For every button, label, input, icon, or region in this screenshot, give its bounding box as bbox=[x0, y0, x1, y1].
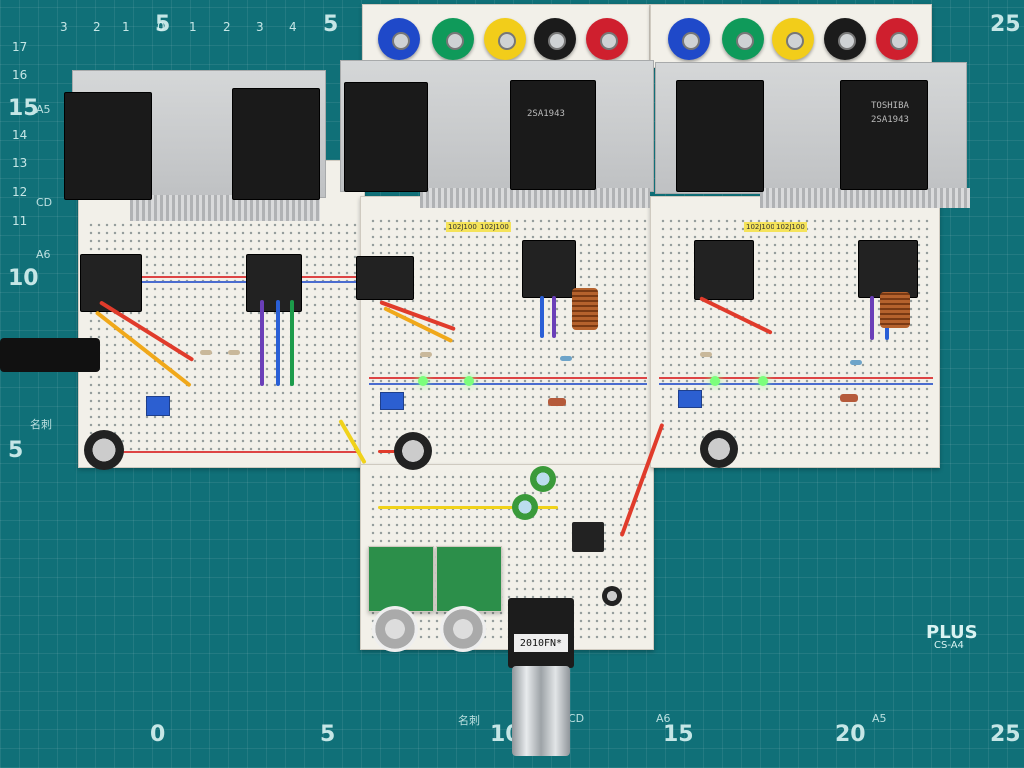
wire-connector bbox=[694, 240, 754, 300]
ruler-tick-label: 12 bbox=[12, 185, 28, 199]
binding-post-black[interactable] bbox=[534, 18, 576, 60]
wire-connector bbox=[858, 240, 918, 298]
ruler-tick-label: 0 bbox=[157, 20, 165, 34]
breadboard-center bbox=[360, 196, 654, 468]
ruler-big-mark: 25 bbox=[990, 12, 1021, 37]
mat-size-label: A5 bbox=[36, 103, 51, 116]
resistor-tag: 102J100 bbox=[744, 222, 777, 232]
mat-size-label: 名刺 bbox=[458, 714, 480, 727]
op-amp-ic bbox=[572, 522, 604, 552]
ruler-tick-label: 3 bbox=[60, 20, 68, 34]
dc-power-jack[interactable] bbox=[0, 338, 100, 372]
power-transistor bbox=[232, 88, 320, 200]
rca-input-left[interactable] bbox=[372, 606, 418, 652]
binding-post-green[interactable] bbox=[432, 18, 474, 60]
breadboard-right bbox=[650, 196, 940, 468]
status-led-green bbox=[464, 376, 474, 386]
wire-connector bbox=[522, 240, 576, 298]
mat-brand: PLUS bbox=[926, 622, 978, 643]
resistor-tag: 102J100 bbox=[774, 222, 807, 232]
ruler-big-mark: 5 bbox=[8, 438, 24, 463]
rca-jack-board bbox=[368, 546, 434, 612]
inductor-coil bbox=[880, 292, 910, 328]
ruler-tick-label: 2 bbox=[223, 20, 231, 34]
ruler-big-mark: 0 bbox=[150, 722, 166, 747]
heatsink-fins bbox=[760, 188, 970, 208]
electrolytic-capacitor bbox=[530, 466, 556, 492]
ruler-big-mark: 15 bbox=[663, 722, 694, 747]
trimmer-pot[interactable] bbox=[146, 396, 170, 416]
ruler-tick-label: 17 bbox=[12, 40, 28, 54]
wire-connector bbox=[356, 256, 414, 300]
wire-connector bbox=[80, 254, 142, 312]
rca-input-right[interactable] bbox=[440, 606, 486, 652]
ruler-big-mark: 25 bbox=[990, 722, 1021, 747]
pot-marking: 2010FN* bbox=[519, 637, 563, 649]
transistor-marking: 2SA1943 bbox=[871, 115, 909, 125]
ruler-tick-label: 11 bbox=[12, 214, 28, 228]
trimmer-pot[interactable] bbox=[678, 390, 702, 408]
power-transistor bbox=[64, 92, 152, 200]
ruler-tick-label: 2 bbox=[93, 20, 101, 34]
mat-size-label: A6 bbox=[656, 712, 671, 725]
electrolytic-capacitor bbox=[602, 586, 622, 606]
ruler-tick-label: 4 bbox=[289, 20, 297, 34]
ruler-big-mark: 15 bbox=[8, 96, 39, 121]
ruler-big-mark: 5 bbox=[323, 12, 339, 37]
volume-knob[interactable] bbox=[512, 666, 570, 756]
power-transistor: 2SA1943 bbox=[510, 80, 596, 190]
status-led-green bbox=[758, 376, 768, 386]
ruler-big-mark: 20 bbox=[835, 722, 866, 747]
mat-size-label: A5 bbox=[872, 712, 887, 725]
power-transistor bbox=[344, 82, 428, 192]
inductor-coil bbox=[572, 288, 598, 330]
status-led-green bbox=[710, 376, 720, 386]
binding-post-blue[interactable] bbox=[668, 18, 710, 60]
resistor-tag: 102J100 bbox=[446, 222, 479, 232]
mat-size-label: CD bbox=[36, 196, 53, 209]
binding-post-yellow[interactable] bbox=[484, 18, 526, 60]
mat-size-label: CD bbox=[568, 712, 585, 725]
mat-size-label: 名刺 bbox=[30, 418, 52, 431]
binding-post-blue[interactable] bbox=[378, 18, 420, 60]
ruler-big-mark: 5 bbox=[155, 12, 171, 37]
ruler-tick-label: 14 bbox=[12, 128, 28, 142]
ruler-tick-label: 1 bbox=[122, 20, 130, 34]
ruler-tick-label: 13 bbox=[12, 156, 28, 170]
mat-size-label: A6 bbox=[36, 248, 51, 261]
status-led-green bbox=[418, 376, 428, 386]
volume-potentiometer: 2010FN* bbox=[508, 598, 574, 668]
ruler-tick-label: 1 bbox=[189, 20, 197, 34]
ruler-big-mark: 5 bbox=[320, 722, 336, 747]
binding-post-red[interactable] bbox=[876, 18, 918, 60]
binding-post-green[interactable] bbox=[722, 18, 764, 60]
electrolytic-capacitor bbox=[394, 432, 432, 470]
binding-post-black[interactable] bbox=[824, 18, 866, 60]
ruler-big-mark: 10 bbox=[8, 266, 39, 291]
transistor-marking: 2SA1943 bbox=[527, 109, 565, 119]
electrolytic-capacitor bbox=[512, 494, 538, 520]
ruler-tick-label: 3 bbox=[256, 20, 264, 34]
electrolytic-capacitor bbox=[700, 430, 738, 468]
resistor-tag: 102J100 bbox=[478, 222, 511, 232]
rca-jack-board bbox=[436, 546, 502, 612]
power-transistor bbox=[676, 80, 764, 192]
binding-post-yellow[interactable] bbox=[772, 18, 814, 60]
electrolytic-capacitor bbox=[84, 430, 124, 470]
trimmer-pot[interactable] bbox=[380, 392, 404, 410]
transistor-maker: TOSHIBA bbox=[871, 101, 909, 111]
ruler-tick-label: 16 bbox=[12, 68, 28, 82]
power-transistor: TOSHIBA 2SA1943 bbox=[840, 80, 928, 190]
mat-brand-sub: CS-A4 bbox=[934, 640, 964, 651]
binding-post-red[interactable] bbox=[586, 18, 628, 60]
heatsink-fins bbox=[420, 188, 650, 208]
